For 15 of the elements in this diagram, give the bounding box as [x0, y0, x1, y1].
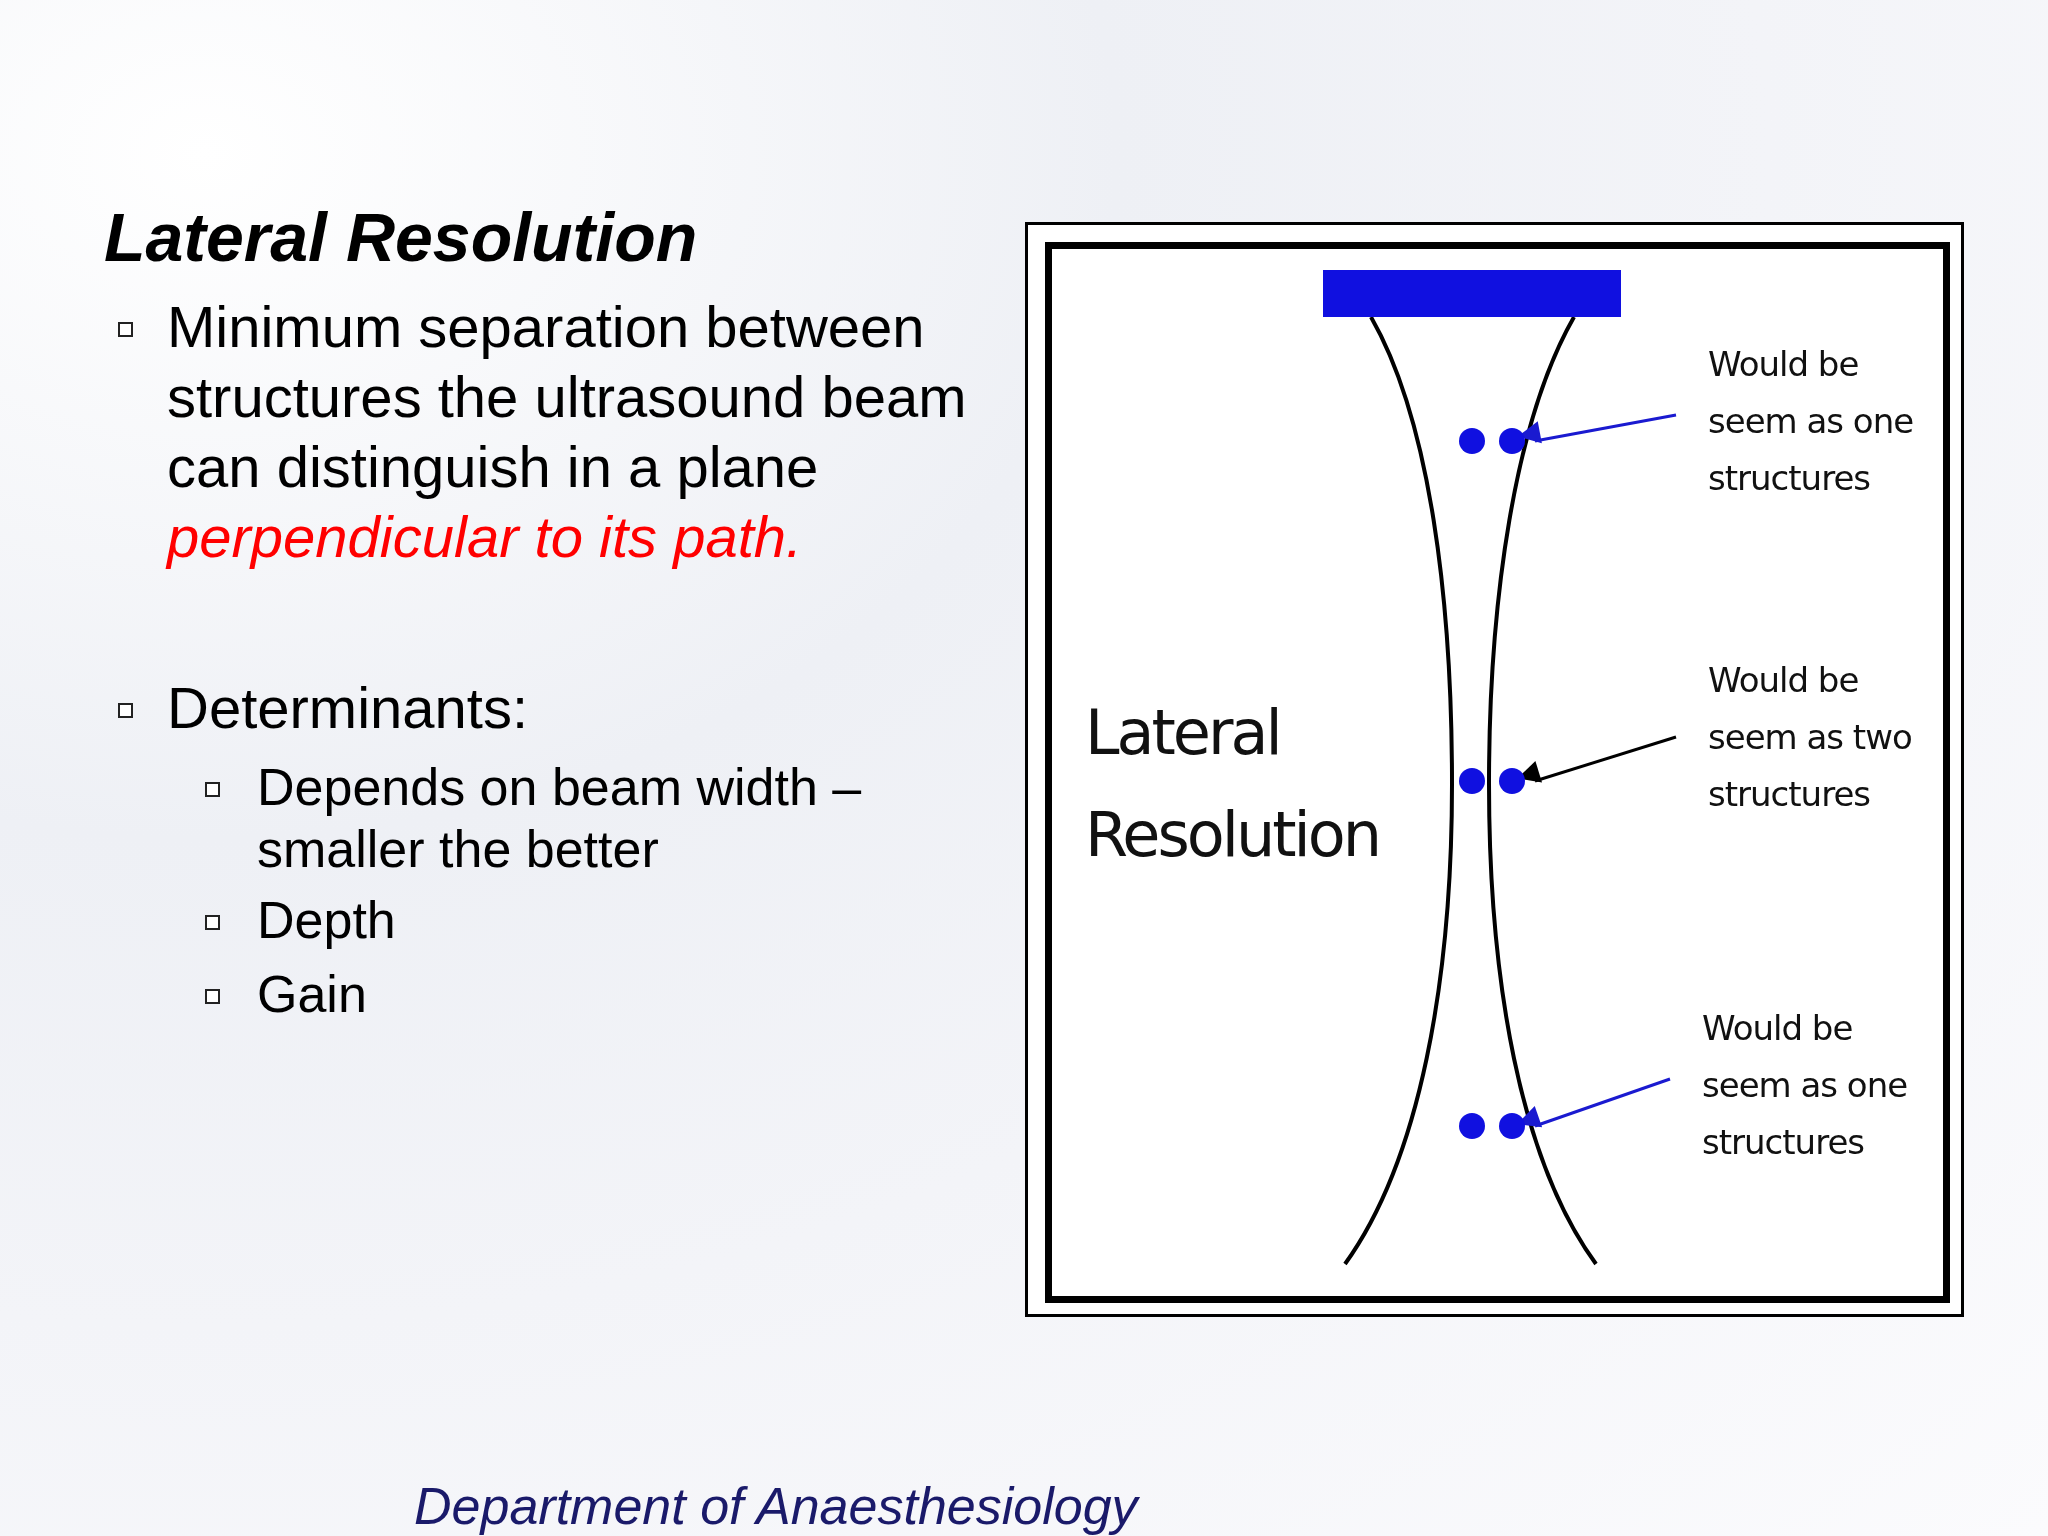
transducer-bar	[1323, 270, 1621, 317]
dot-pair	[1459, 1113, 1525, 1139]
slide-title: Lateral Resolution	[104, 198, 698, 276]
bullet-text: Minimum separation between structures the ultrasound beam can distinguish in a plane perpendicular to its path.	[167, 293, 968, 571]
diagram-label: Lateral Resolution	[1085, 695, 1380, 873]
bullet-text: Gain	[257, 964, 368, 1025]
annotation-text: Would be seem as one structures	[1708, 336, 1948, 507]
annotation-text: Would be seem as two structures	[1708, 652, 1948, 823]
bullet-text: Depends on beam width – smaller the better	[257, 757, 863, 880]
dot-pair	[1459, 428, 1525, 454]
dot-pair	[1459, 768, 1525, 794]
footer-text: Department of Anaesthesiology	[414, 1476, 1138, 1536]
bullet-text: Determinants:	[167, 674, 530, 742]
bullet-text: Depth	[257, 890, 397, 951]
annotation-text: Would be seem as one structures	[1702, 1000, 1942, 1171]
